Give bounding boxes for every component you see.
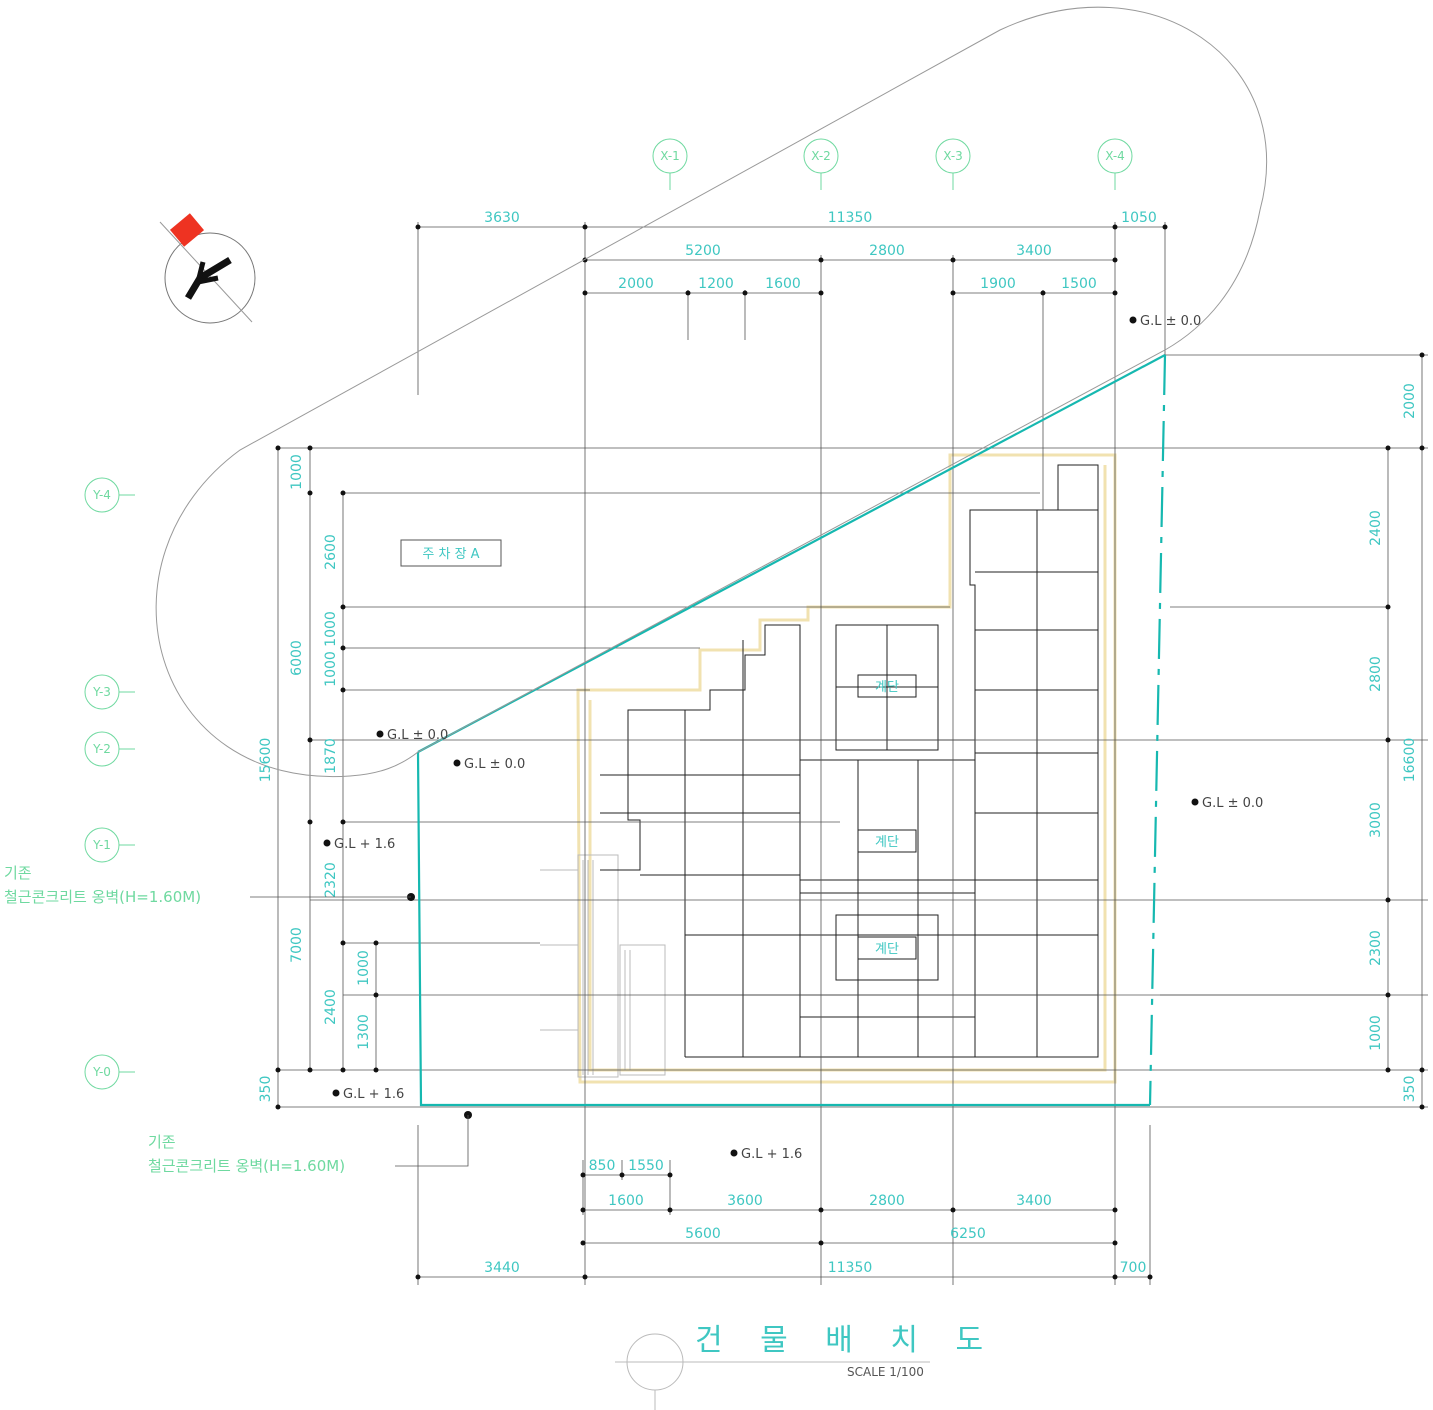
site-outline-curve <box>155 6 1267 778</box>
dim-right-4: 2300 <box>1368 930 1384 966</box>
level-nw-top: G.L ± 0.0 <box>1140 314 1201 329</box>
dim-top-2: 11350 <box>828 210 873 226</box>
dim-top-10: 1900 <box>980 276 1016 292</box>
dim-top-4: 5200 <box>685 243 721 259</box>
level-dots <box>323 316 1199 1157</box>
dim-bottom-5: 2800 <box>869 1193 905 1209</box>
dim-bottom-3: 1600 <box>608 1193 644 1209</box>
dim-right-2: 2800 <box>1368 656 1384 692</box>
dim-bottom-4: 3600 <box>727 1193 763 1209</box>
room-label-1: 계단 <box>875 680 899 695</box>
dim-right-5: 1000 <box>1368 1015 1384 1051</box>
dim-top-6: 3400 <box>1016 243 1052 259</box>
level-west-upper: G.L + 1.6 <box>334 837 395 852</box>
level-east: G.L ± 0.0 <box>1202 796 1263 811</box>
dim-top-5: 2800 <box>869 243 905 259</box>
wall-note-2-line2: 철근콘크리트 옹벽(H=1.60M) <box>148 1157 345 1175</box>
grid-bubble-y3: Y-3 <box>92 685 111 699</box>
grid-bubble-x1: X-1 <box>660 149 680 163</box>
grid-bubble-x4: X-4 <box>1105 149 1125 163</box>
dim-bottom-2: 1550 <box>628 1158 664 1174</box>
dim-left-1: 1000 <box>289 454 305 490</box>
wall-leaders <box>250 896 469 1167</box>
dim-left-5: 6000 <box>289 640 305 676</box>
dim-left-2: 2600 <box>323 534 339 570</box>
dim-left-4: 1000 <box>323 651 339 687</box>
dim-top-1: 3630 <box>484 210 520 226</box>
dim-top-9: 1600 <box>765 276 801 292</box>
grid-bubble-y4: Y-4 <box>92 488 111 502</box>
level-south: G.L + 1.6 <box>741 1147 802 1162</box>
dim-left-6: 1870 <box>323 738 339 774</box>
grid-bubbles-y <box>84 477 135 1090</box>
dim-left-11: 1300 <box>356 1014 372 1050</box>
dim-left-9: 2400 <box>323 989 339 1025</box>
drawing-scale: SCALE 1/100 <box>847 1365 924 1379</box>
level-center-left: G.L ± 0.0 <box>464 757 525 772</box>
dim-right-3: 3000 <box>1368 802 1384 838</box>
dim-right-total: 16600 <box>1402 738 1418 783</box>
faint-building-outline <box>576 453 1117 1084</box>
dim-left-7: 2320 <box>323 862 339 898</box>
grid-bubbles-x <box>652 138 1133 190</box>
dim-left-10: 1000 <box>356 950 372 986</box>
dim-top-7: 2000 <box>618 276 654 292</box>
dim-bottom-6: 3400 <box>1016 1193 1052 1209</box>
dim-left-8: 7000 <box>289 927 305 963</box>
site-boundary <box>416 354 1167 1107</box>
dim-bottom-7: 5600 <box>685 1226 721 1242</box>
drawing-title: 건 물 배 치 도 <box>695 1323 997 1358</box>
dim-top-8: 1200 <box>698 276 734 292</box>
dim-right-bottom: 350 <box>1402 1076 1418 1103</box>
dim-left-total: 15600 <box>258 738 274 783</box>
grid-bubble-y2: Y-2 <box>92 742 111 756</box>
wall-note-1-line2: 철근콘크리트 옹벽(H=1.60M) <box>4 888 201 906</box>
grid-bubble-y0: Y-0 <box>92 1065 111 1079</box>
wall-note-2-line1: 기존 <box>148 1133 176 1151</box>
dim-top-11: 1500 <box>1061 276 1097 292</box>
grid-bubble-y1: Y-1 <box>92 838 111 852</box>
wall-note-1-line1: 기존 <box>4 864 32 882</box>
parking-label-box <box>400 539 502 567</box>
room-label-2: 계단 <box>875 835 899 850</box>
parking-label: 주 차 장 A <box>422 547 479 562</box>
north-arrow-icon <box>159 213 256 324</box>
dim-right-top: 2000 <box>1402 383 1418 419</box>
level-left-mid: G.L ± 0.0 <box>387 728 448 743</box>
dim-left-12: 350 <box>258 1076 274 1103</box>
stair-area <box>540 854 666 1078</box>
dim-left-3: 1000 <box>323 611 339 647</box>
level-west-lower: G.L + 1.6 <box>343 1087 404 1102</box>
building-grid <box>600 464 1099 1058</box>
dim-bottom-11: 700 <box>1120 1260 1147 1276</box>
title-block <box>615 1333 930 1410</box>
dim-right-1: 2400 <box>1368 510 1384 546</box>
grid-bubble-x3: X-3 <box>943 149 963 163</box>
dimension-ticks <box>275 224 1425 1280</box>
dim-bottom-10: 11350 <box>828 1260 873 1276</box>
dim-bottom-8: 6250 <box>950 1226 986 1242</box>
dim-top-3: 1050 <box>1121 210 1157 226</box>
dim-bottom-1: 850 <box>589 1158 616 1174</box>
dim-bottom-9: 3440 <box>484 1260 520 1276</box>
extension-lines <box>277 222 1428 1285</box>
room-label-3: 계단 <box>875 942 899 957</box>
grid-bubble-x2: X-2 <box>811 149 831 163</box>
